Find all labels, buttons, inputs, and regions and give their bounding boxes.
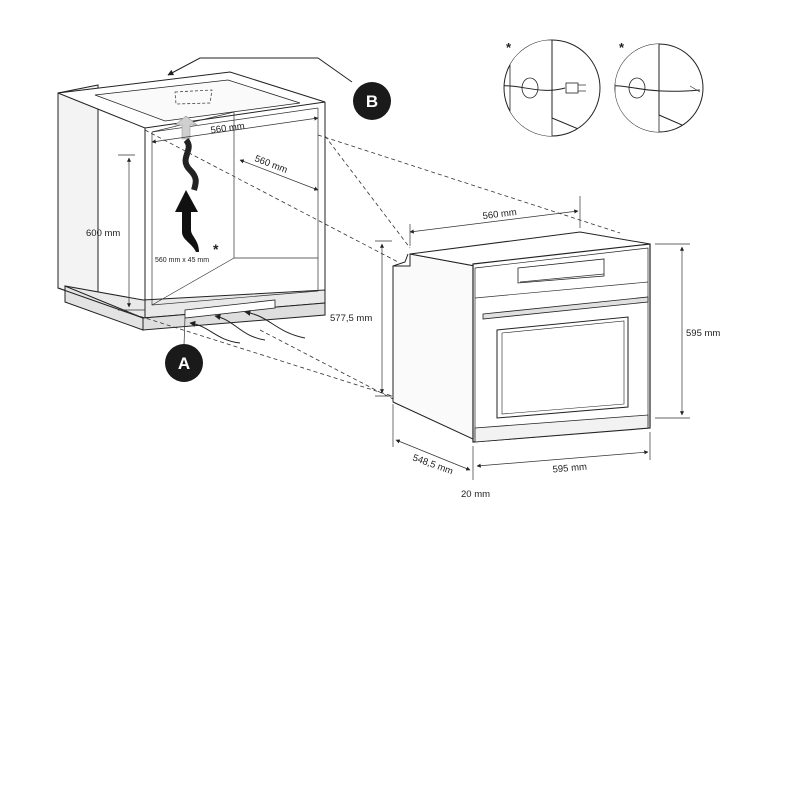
oven-top-width-label: 560 mm (482, 207, 517, 222)
cabinet-dimensions: 560 mm 560 mm 600 mm 560 mm x 45 mm * (86, 116, 319, 311)
callout-a-leader (183, 317, 186, 346)
plug-detail-asterisk: * (506, 40, 512, 55)
inlet-airflow-arrows (189, 309, 306, 344)
cabinet-width-label: 560 mm (210, 121, 246, 137)
oven-front-width-label: 595 mm (552, 462, 587, 476)
oven-body-height-label: 577,5 mm (330, 313, 372, 324)
vent-opening-label: 560 mm x 45 mm (155, 257, 209, 264)
cabinet (57, 71, 326, 331)
airflow-arrows (174, 115, 199, 252)
callout-b-label: B (366, 92, 378, 111)
callout-a-label: A (178, 354, 190, 373)
oven-front-height-label: 595 mm (686, 328, 720, 339)
projection-lines (119, 129, 621, 401)
callout-b-leader (167, 57, 353, 83)
callout-b-badge (353, 82, 391, 120)
cable-detail-asterisk: * (619, 40, 625, 55)
callout-a-badge (165, 344, 203, 382)
oven-front-thickness-label: 20 mm (461, 489, 490, 500)
cable-detail: * (614, 40, 704, 133)
cabinet-depth-label: 560 mm (253, 153, 289, 176)
plug-icon (565, 82, 579, 94)
vent-asterisk: * (213, 241, 219, 257)
plug-detail: * (503, 39, 601, 137)
oven (392, 231, 651, 443)
cabinet-height-label: 600 mm (86, 228, 120, 239)
oven-depth-label: 548,5 mm (411, 452, 455, 477)
cable-icon (615, 85, 701, 92)
